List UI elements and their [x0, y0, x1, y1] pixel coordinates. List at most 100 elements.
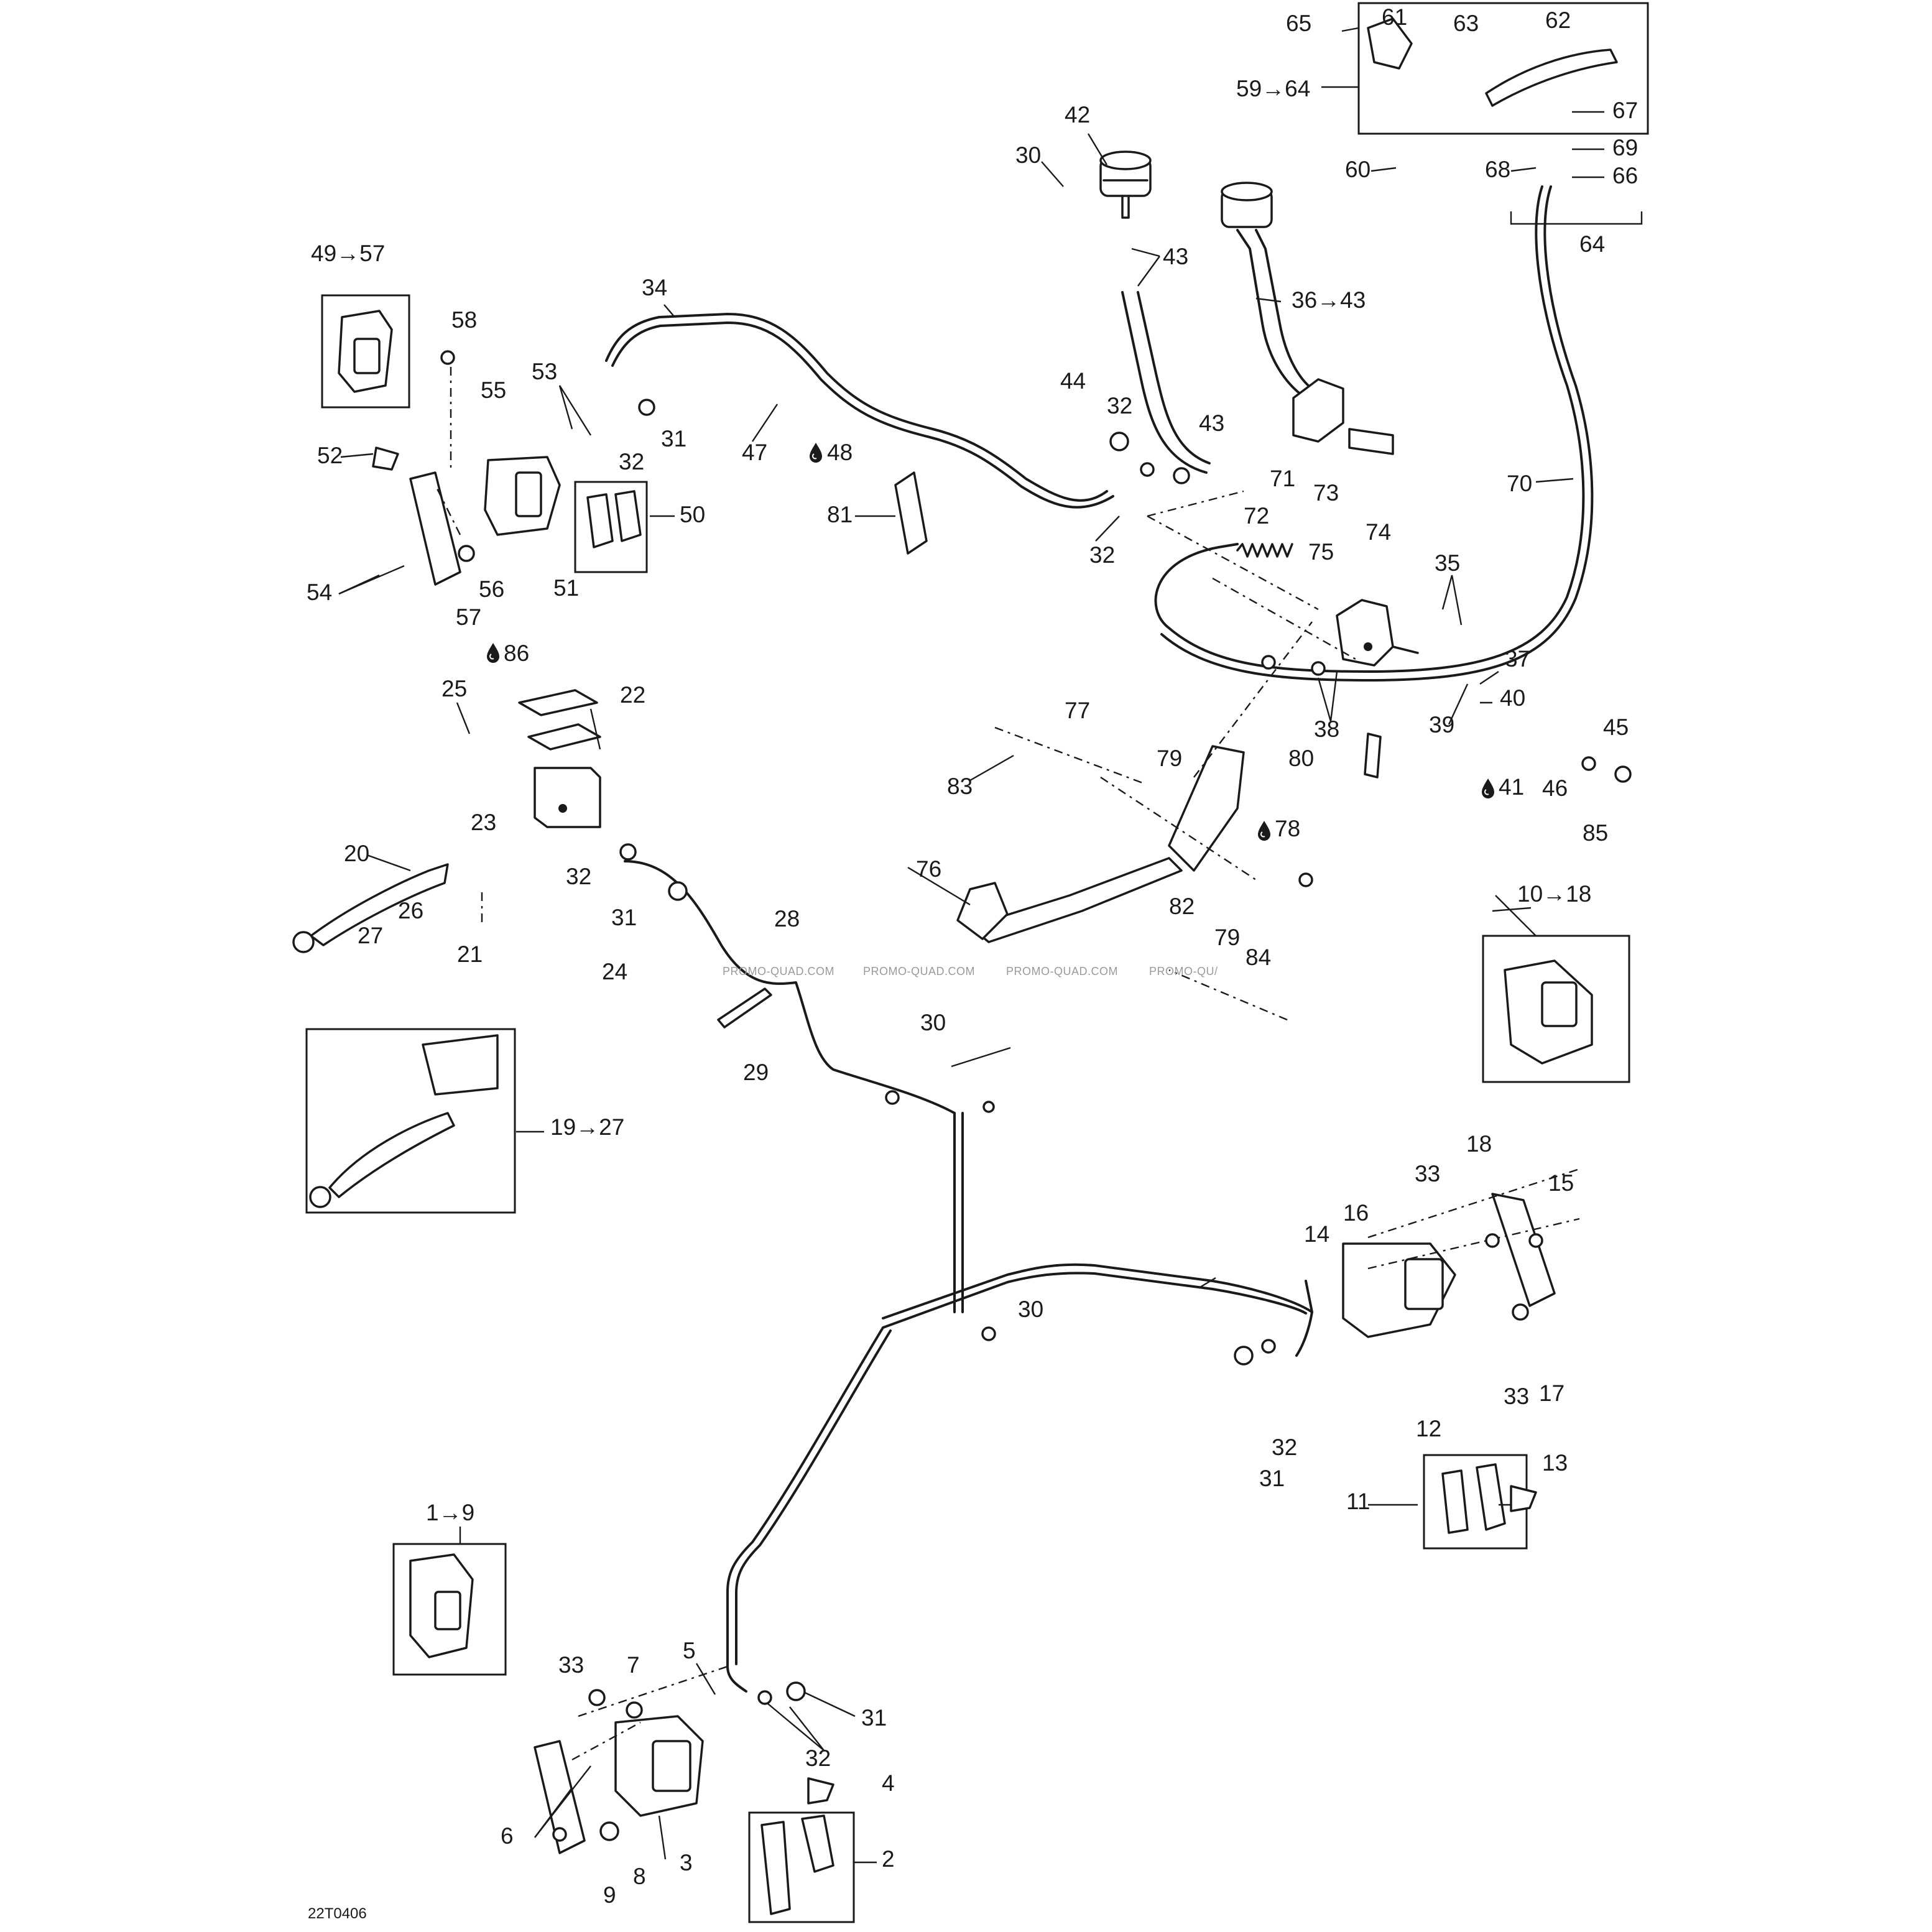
label-43a: 43 — [1163, 244, 1188, 269]
label-14: 14 — [1304, 1221, 1329, 1247]
label-45: 45 — [1603, 714, 1629, 740]
front-left-caliper — [534, 1715, 704, 1854]
pedal-guard-81 — [894, 471, 928, 555]
label-77: 77 — [1065, 698, 1090, 723]
label-18: 18 — [1466, 1131, 1492, 1157]
label-53: 53 — [532, 359, 557, 384]
label-6: 6 — [501, 1823, 514, 1849]
label-79a: 79 — [1157, 746, 1182, 771]
misc-small-parts — [372, 350, 1632, 1842]
svg-text:PROMO-QUAD.COM: PROMO-QUAD.COM — [723, 965, 834, 978]
label-42: 42 — [1065, 102, 1090, 127]
label-60: 60 — [1345, 157, 1370, 182]
label-59-64: 59→64 — [1236, 76, 1310, 101]
label-32a: 32 — [1107, 393, 1132, 418]
front-brake-lever — [292, 863, 449, 953]
label-43b: 43 — [1199, 410, 1224, 436]
label-64: 64 — [1579, 231, 1605, 257]
inset-drawings — [309, 17, 1618, 1915]
label-49-57: 49→57 — [311, 241, 385, 266]
label-21: 21 — [457, 941, 483, 967]
oil-drop-icon — [809, 442, 823, 463]
label-33b: 33 — [1504, 1384, 1529, 1409]
label-16: 16 — [1343, 1200, 1369, 1226]
label-69: 69 — [1612, 135, 1638, 160]
label-83: 83 — [947, 774, 973, 799]
label-30a: 30 — [1015, 142, 1041, 168]
inset-boxes — [305, 2, 1649, 1923]
label-32f: 32 — [805, 1745, 831, 1771]
label-50: 50 — [680, 502, 705, 527]
label-17: 17 — [1539, 1380, 1565, 1406]
svg-text:PROMO-QUAD.COM: PROMO-QUAD.COM — [863, 965, 975, 978]
label-63: 63 — [1453, 11, 1479, 36]
label-73: 73 — [1313, 480, 1339, 506]
label-62: 62 — [1545, 7, 1571, 33]
label-4: 4 — [882, 1770, 895, 1796]
label-39: 39 — [1429, 712, 1454, 737]
label-51: 51 — [553, 575, 579, 601]
label-25: 25 — [441, 676, 467, 701]
front-right-caliper — [1342, 1193, 1556, 1338]
label-86: 86 — [504, 640, 529, 666]
label-46: 46 — [1542, 775, 1568, 801]
label-32e: 32 — [1272, 1435, 1297, 1460]
front-master-cylinder — [518, 689, 601, 828]
label-3: 3 — [680, 1850, 693, 1875]
label-38: 38 — [1314, 716, 1339, 742]
label-48: 48 — [827, 440, 853, 465]
label-11: 11 — [1346, 1489, 1370, 1514]
label-leaders — [338, 27, 1643, 1864]
leader-lines — [434, 367, 1580, 1761]
label-34: 34 — [642, 275, 667, 300]
brake-lines — [624, 860, 1313, 1693]
label-58: 58 — [451, 307, 477, 333]
label-29: 29 — [743, 1060, 769, 1085]
label-75: 75 — [1308, 539, 1334, 565]
label-76: 76 — [916, 856, 941, 882]
label-66: 66 — [1612, 163, 1638, 188]
label-84: 84 — [1246, 945, 1271, 970]
label-44: 44 — [1060, 368, 1086, 394]
label-31c: 31 — [1259, 1466, 1285, 1491]
label-9: 9 — [603, 1882, 616, 1908]
label-20: 20 — [344, 841, 369, 866]
reservoir-hose — [1121, 291, 1211, 474]
oil-drop-icon — [486, 642, 500, 663]
label-31b: 31 — [611, 905, 637, 930]
label-81: 81 — [827, 502, 853, 527]
label-72: 72 — [1244, 503, 1269, 529]
label-1-9: 1→9 — [426, 1500, 474, 1525]
label-31a: 31 — [661, 426, 686, 451]
rear-master-cylinder-assembly — [1221, 182, 1394, 455]
label-70: 70 — [1507, 471, 1532, 496]
label-26: 26 — [398, 898, 423, 923]
label-40: 40 — [1500, 685, 1525, 711]
label-12: 12 — [1416, 1416, 1441, 1441]
brake-cable — [1154, 185, 1594, 682]
label-36-43: 36→43 — [1292, 287, 1366, 313]
label-32b: 32 — [619, 449, 644, 474]
label-57: 57 — [456, 604, 481, 630]
label-65: 65 — [1286, 11, 1311, 36]
label-24: 24 — [602, 959, 627, 984]
label-10-18: 10→18 — [1517, 881, 1591, 907]
diagram-code: 22T0406 — [308, 1905, 367, 1922]
oil-drop-icon — [1481, 778, 1495, 799]
label-61: 61 — [1382, 4, 1407, 30]
label-22: 22 — [620, 682, 645, 708]
label-68: 68 — [1485, 157, 1510, 182]
label-47: 47 — [742, 440, 767, 465]
label-35: 35 — [1435, 550, 1460, 576]
label-79b: 79 — [1214, 925, 1240, 950]
svg-text:PROMO-QUAD.COM: PROMO-QUAD.COM — [1006, 965, 1118, 978]
label-33c: 33 — [558, 1652, 584, 1678]
label-85: 85 — [1583, 820, 1608, 846]
label-74: 74 — [1366, 519, 1391, 545]
svg-text:PROMO-QU/: PROMO-QU/ — [1149, 965, 1218, 978]
label-56: 56 — [479, 576, 504, 602]
label-7: 7 — [627, 1652, 640, 1678]
label-78: 78 — [1275, 816, 1300, 841]
